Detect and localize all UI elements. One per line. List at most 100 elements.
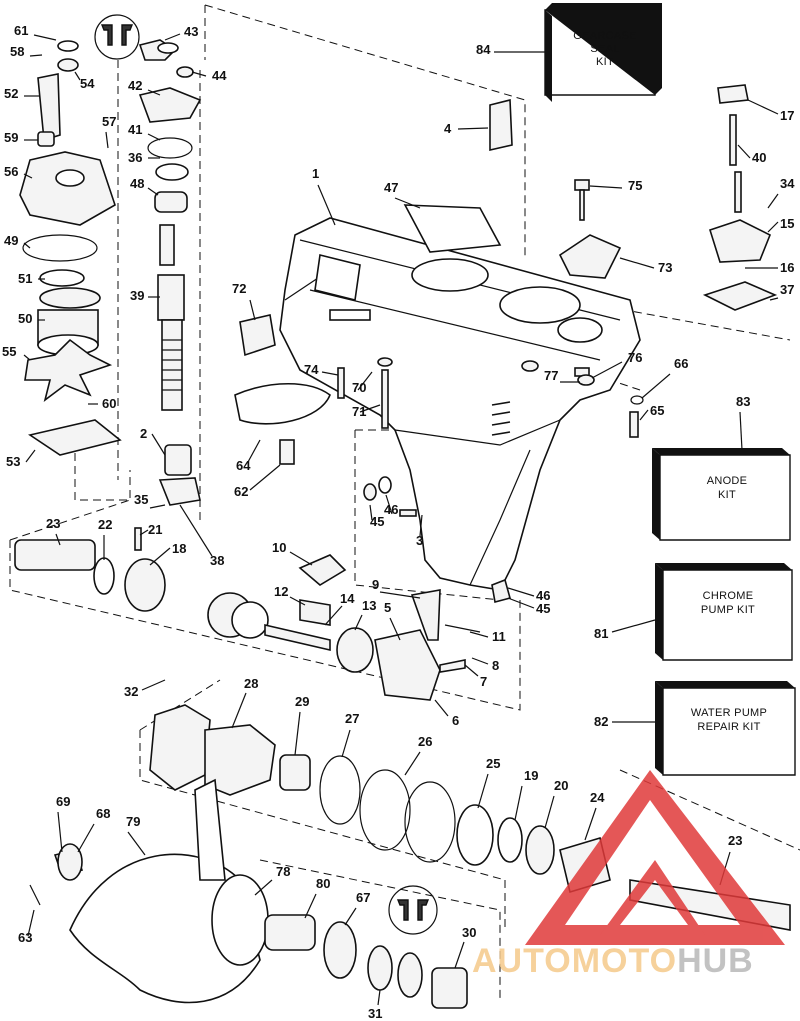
leader-line-58 <box>29 54 43 57</box>
part-label-23-2: 23 <box>728 833 742 848</box>
leader-line-62 <box>249 464 281 491</box>
leader-line-70 <box>357 371 373 391</box>
gearcase-seal-kit-label-line3: KIT <box>596 56 614 68</box>
part-label-51: 51 <box>18 271 32 286</box>
leader-line-47 <box>394 197 421 209</box>
part-label-3: 3 <box>416 533 423 548</box>
part-label-65: 65 <box>650 403 664 418</box>
watermark-text-part2: HUB <box>677 942 754 980</box>
part-label-64: 64 <box>236 458 251 473</box>
part-label-15: 15 <box>780 216 794 231</box>
part-label-39: 39 <box>130 288 144 303</box>
part-label-40: 40 <box>752 150 766 165</box>
water-pump-repair-kit-label-line2: REPAIR KIT <box>697 721 760 733</box>
part-label-7: 7 <box>480 674 487 689</box>
leader-line-45-2 <box>507 597 535 609</box>
part-label-77: 77 <box>544 368 558 383</box>
part-label-14: 14 <box>340 591 355 606</box>
part-label-12: 12 <box>274 584 288 599</box>
part-label-19: 19 <box>524 768 538 783</box>
part-label-41: 41 <box>128 122 142 137</box>
center-misc-parts <box>234 314 595 603</box>
leader-line-14 <box>324 605 343 626</box>
leader-line-63 <box>27 909 35 937</box>
part-label-22: 22 <box>98 517 112 532</box>
part-label-56: 56 <box>4 164 18 179</box>
part-label-83: 83 <box>736 394 750 409</box>
dashed-guide-lower <box>139 679 506 930</box>
part-label-57: 57 <box>102 114 116 129</box>
drive-shaft-stack <box>138 39 202 506</box>
part-label-66: 66 <box>674 356 688 371</box>
leader-line-3 <box>419 514 423 537</box>
part-label-76: 76 <box>628 350 642 365</box>
leader-line-46 <box>385 494 393 515</box>
part-label-36: 36 <box>128 150 142 165</box>
leader-line-66 <box>641 373 671 399</box>
part-label-81: 81 <box>594 626 608 641</box>
part-label-72: 72 <box>232 281 246 296</box>
part-label-45-2: 45 <box>536 601 550 616</box>
part-label-70: 70 <box>352 380 366 395</box>
leader-lines <box>23 33 779 1006</box>
leader-line-7 <box>464 664 479 677</box>
leader-line-42 <box>147 89 161 96</box>
part-label-74: 74 <box>304 362 319 377</box>
leader-line-44 <box>191 71 207 77</box>
part-label-21: 21 <box>148 522 162 537</box>
leader-line-2 <box>151 433 166 456</box>
watermark: AUTOMOTOHUB <box>472 770 785 980</box>
part-label-46-2: 46 <box>536 588 550 603</box>
part-label-69: 69 <box>56 794 70 809</box>
part-label-5: 5 <box>384 600 391 615</box>
leader-line-83 <box>739 411 743 451</box>
leader-line-1 <box>317 184 336 226</box>
part-label-2: 2 <box>140 426 147 441</box>
part-label-42: 42 <box>128 78 142 93</box>
leader-line-64 <box>247 439 261 463</box>
chrome-pump-kit-label-line1: CHROME <box>703 590 754 602</box>
leader-line-11 <box>469 631 489 638</box>
gearcase-seal-kit-box: GEARCASE SEAL KIT <box>544 3 662 102</box>
leader-line-73 <box>619 257 655 269</box>
leader-line-71 <box>359 404 381 413</box>
leader-line-35 <box>149 504 166 509</box>
leader-line-34 <box>767 193 779 209</box>
part-label-8: 8 <box>492 658 499 673</box>
leader-line-15 <box>767 221 779 233</box>
part-label-61: 61 <box>14 23 28 38</box>
part-label-48: 48 <box>130 176 144 191</box>
part-label-84: 84 <box>476 42 491 57</box>
anode-kit-label-line2: KIT <box>718 489 736 501</box>
part-label-10: 10 <box>272 540 286 555</box>
leader-line-29 <box>294 711 301 756</box>
part-label-34: 34 <box>780 176 795 191</box>
leader-line-81 <box>611 619 656 633</box>
water-pump-repair-kit-box: WATER PUMP REPAIR KIT <box>655 681 796 776</box>
part-label-4: 4 <box>444 121 452 136</box>
chrome-pump-kit-box: CHROME PUMP KIT <box>655 563 793 661</box>
part-label-25: 25 <box>486 756 500 771</box>
leader-line-6 <box>434 699 449 717</box>
shift-clutch-group <box>264 554 481 701</box>
part-label-78: 78 <box>276 864 290 879</box>
leader-line-10 <box>289 551 313 566</box>
watermark-text: AUTOMOTOHUB <box>472 942 754 980</box>
leader-line-31 <box>377 989 381 1006</box>
gearcase-seal-kit-label-line2: SEAL <box>590 43 619 55</box>
part-label-1: 1 <box>312 166 319 181</box>
part-label-35: 35 <box>134 492 148 507</box>
part-label-63: 63 <box>18 930 32 945</box>
part-label-67: 67 <box>356 890 370 905</box>
propeller-group <box>29 778 468 1009</box>
leader-line-19 <box>514 785 523 821</box>
part-label-23: 23 <box>46 516 60 531</box>
part-label-17: 17 <box>780 108 794 123</box>
leader-line-43 <box>164 33 181 41</box>
leader-line-24 <box>584 807 597 841</box>
part-label-82: 82 <box>594 714 608 729</box>
leader-line-23 <box>55 533 61 546</box>
part-label-26: 26 <box>418 734 432 749</box>
leader-line-48 <box>147 187 159 196</box>
